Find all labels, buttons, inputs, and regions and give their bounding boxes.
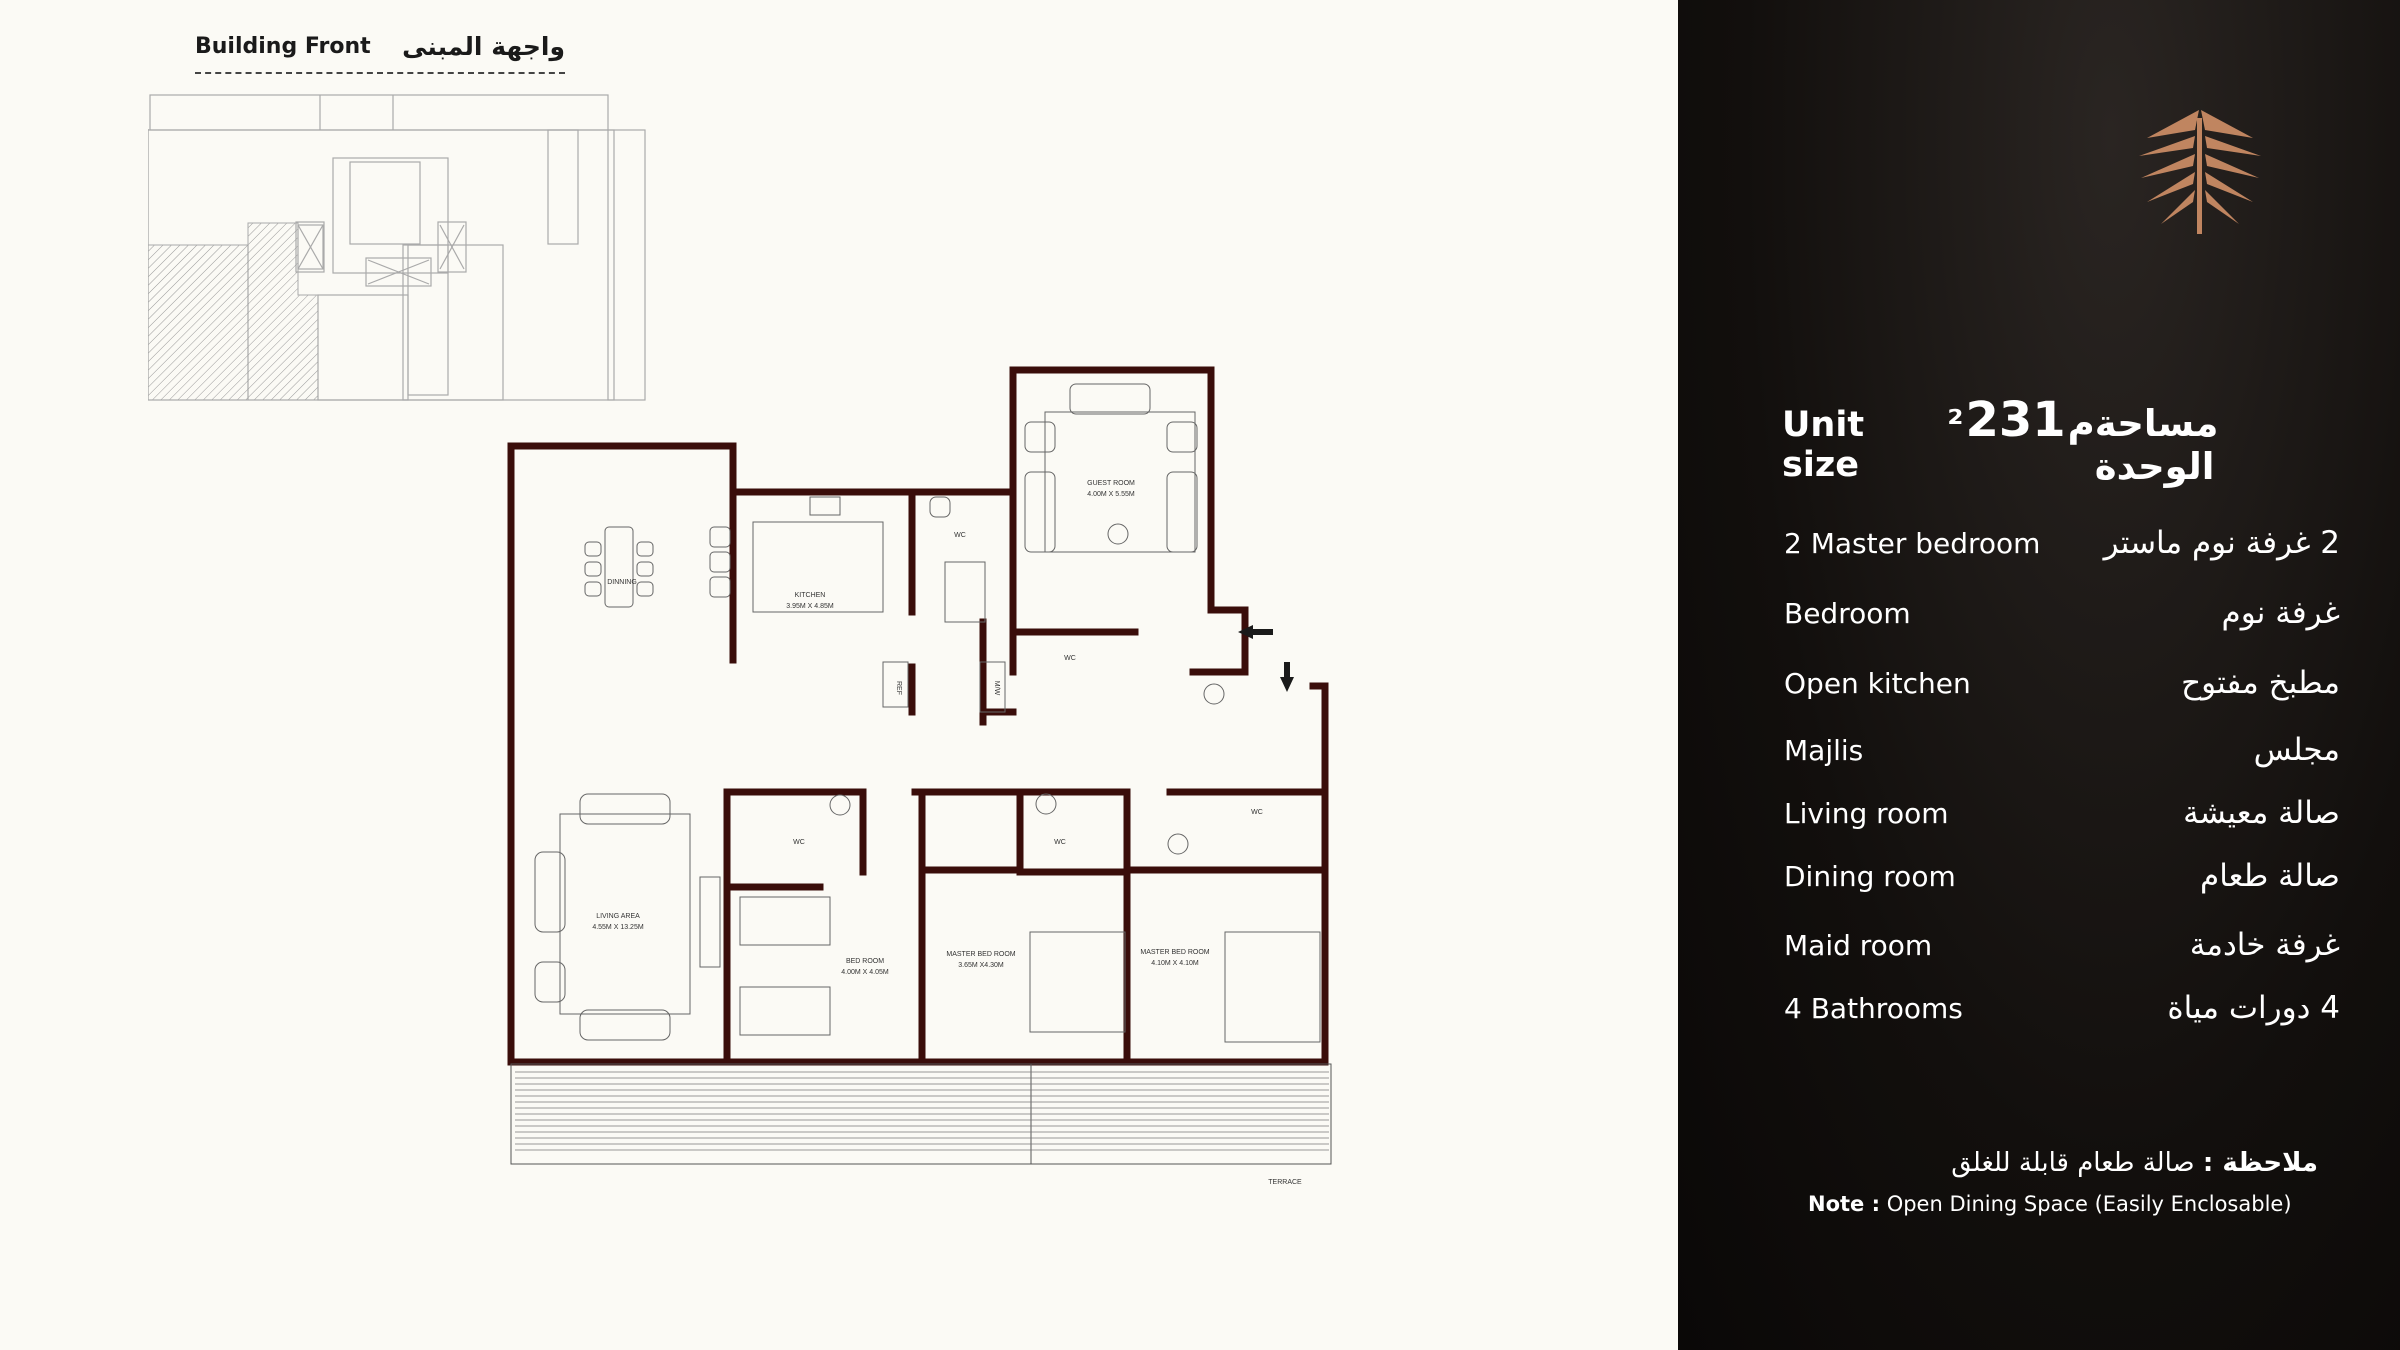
feature-ar: 4 دورات مياة <box>2167 990 2340 1026</box>
note-ar-text: صالة طعام قابلة للغلق <box>1951 1148 2195 1178</box>
feature-en: 2 Master bedroom <box>1784 526 2041 560</box>
feature-en: Bedroom <box>1784 596 1911 630</box>
feature-en: Living room <box>1784 796 1949 830</box>
note-ar-label: ملاحظة : <box>2202 1148 2318 1178</box>
building-front-label-en: Building Front <box>195 34 371 59</box>
room-wc-master1: WC <box>1054 839 1066 846</box>
feature-row: Maid room غرفة خادمة <box>1784 927 2340 963</box>
feature-ar: مطبخ مفتوح <box>2181 665 2340 701</box>
feature-ar: غرفة خادمة <box>2189 927 2340 963</box>
unit-size: Unit size م²231 مساحة الوحدة <box>1782 392 2342 488</box>
feature-row: Dining room صالة طعام <box>1784 858 2340 894</box>
feature-en: Majlis <box>1784 733 1864 767</box>
floor-plan: DINNING KITCHEN 3.95M X 4.85M GUEST ROOM… <box>507 366 1332 1186</box>
room-wc-guest: WC <box>1064 655 1076 662</box>
feature-row: Bedroom غرفة نوم <box>1784 595 2340 631</box>
plan-area: Building Front واجهة المبنى <box>148 32 1332 1186</box>
room-guest: GUEST ROOM <box>1087 480 1135 487</box>
feature-row: Majlis مجلس <box>1784 732 2340 768</box>
note-en-label: Note : <box>1808 1192 1880 1216</box>
room-wc-bedroom: WC <box>793 839 805 846</box>
building-front-label-ar: واجهة المبنى <box>402 32 565 61</box>
entrance-arrow-down <box>1280 662 1294 692</box>
room-master2: MASTER BED ROOM <box>1140 949 1209 956</box>
feature-en: 4 Bathrooms <box>1784 991 1963 1025</box>
building-front-title: Building Front واجهة المبنى <box>195 32 565 61</box>
room-guest-size: 4.00M X 5.55M <box>1087 491 1135 498</box>
feature-row: Open kitchen مطبخ مفتوح <box>1784 665 2340 701</box>
room-master1-size: 3.65M X4.30M <box>958 962 1004 969</box>
room-kitchen-size: 3.95M X 4.85M <box>786 603 834 610</box>
feature-row: 4 Bathrooms 4 دورات مياة <box>1784 990 2340 1026</box>
unit-size-value: 231 <box>1965 392 2066 448</box>
unit-size-unit-ar: م² <box>1947 402 2095 445</box>
label-ref: REF <box>895 681 902 695</box>
room-wc-master2: WC <box>1251 809 1263 816</box>
unit-size-label-en: Unit size <box>1782 405 1865 485</box>
unit-size-label-ar: مساحة الوحدة <box>2094 402 2219 488</box>
feature-ar: 2 غرفة نوم ماستر <box>2103 525 2340 561</box>
room-dining: DINNING <box>607 579 637 586</box>
entrance-arrow-left <box>1238 625 1273 639</box>
feature-en: Dining room <box>1784 859 1956 893</box>
building-front-line <box>195 72 565 74</box>
feature-row: 2 Master bedroom 2 غرفة نوم ماستر <box>1784 525 2340 561</box>
room-kitchen: KITCHEN <box>795 592 826 599</box>
room-master2-size: 4.10M X 4.10M <box>1151 960 1199 967</box>
note-arabic: ملاحظة : صالة طعام قابلة للغلق <box>1951 1148 2318 1178</box>
feature-ar: مجلس <box>2253 732 2340 768</box>
room-terrace: TERRACE <box>1268 1179 1302 1186</box>
info-panel <box>1678 0 2400 1350</box>
label-mw: M/W <box>993 681 1000 696</box>
room-bedroom-size: 4.00M X 4.05M <box>841 969 889 976</box>
feature-row: Living room صالة معيشة <box>1784 795 2340 831</box>
note-english: Note : Open Dining Space (Easily Enclosa… <box>1808 1192 2292 1216</box>
room-bedroom: BED ROOM <box>846 958 884 965</box>
feature-ar: صالة طعام <box>2200 858 2340 894</box>
palm-leaf-logo-icon <box>2139 110 2261 234</box>
room-wc-maid: WC <box>954 532 966 539</box>
feature-en: Maid room <box>1784 928 1933 962</box>
note-en-text: Open Dining Space (Easily Enclosable) <box>1886 1192 2292 1216</box>
feature-ar: غرفة نوم <box>2221 595 2340 631</box>
room-living: LIVING AREA <box>596 913 640 920</box>
room-master1: MASTER BED ROOM <box>946 951 1015 958</box>
key-plan <box>148 94 646 401</box>
feature-ar: صالة معيشة <box>2183 795 2340 831</box>
feature-en: Open kitchen <box>1784 666 1971 700</box>
room-living-size: 4.55M X 13.25M <box>592 924 644 931</box>
